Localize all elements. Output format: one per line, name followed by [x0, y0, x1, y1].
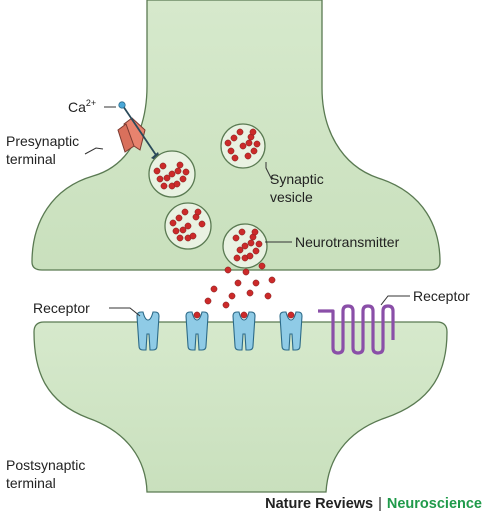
- ionotropic-receptor-group: [136, 311, 303, 351]
- bound-neurotransmitter: [240, 311, 248, 319]
- synaptic-vesicle-label-line1: Synaptic: [270, 171, 324, 187]
- neurotransmitter-molecule: [174, 167, 182, 175]
- journal-credit: Nature Reviews|Neuroscience: [265, 496, 482, 512]
- neurotransmitter-molecule: [231, 154, 239, 162]
- receptor-left-label: Receptor: [33, 300, 90, 316]
- neurotransmitter-molecule: [228, 292, 236, 300]
- neurotransmitter-molecule: [184, 222, 192, 230]
- neurotransmitter-molecule: [168, 170, 176, 178]
- neurotransmitter-molecule: [173, 180, 181, 188]
- receptor-right-leader-line: [380, 295, 410, 306]
- neurotransmitter-molecule: [236, 246, 244, 254]
- neurotransmitter-molecule: [234, 279, 242, 287]
- neurotransmitter-molecule: [246, 289, 254, 297]
- ionotropic-receptor: [279, 311, 303, 351]
- neurotransmitter-molecule: [251, 228, 259, 236]
- neurotransmitter-molecule: [227, 147, 235, 155]
- neurotransmitter-molecule: [241, 242, 249, 250]
- neurotransmitter-molecule: [198, 220, 206, 228]
- neurotransmitter-molecule: [236, 128, 244, 136]
- receptor-left-leader-line: [109, 307, 141, 317]
- bound-neurotransmitter: [193, 311, 201, 319]
- neurotransmitter-molecule: [182, 168, 190, 176]
- neurotransmitter-molecule: [222, 301, 230, 309]
- neurotransmitter-molecule: [252, 247, 260, 255]
- calcium-ion-arrow: [122, 105, 159, 159]
- bound-neurotransmitter: [287, 311, 295, 319]
- neurotransmitter-molecule: [169, 219, 177, 227]
- postsynaptic-label-line1: Postsynaptic: [6, 457, 85, 473]
- neurotransmitter-molecule: [179, 226, 187, 234]
- neurotransmitter-molecule: [181, 208, 189, 216]
- neurotransmitter-molecule: [159, 162, 167, 170]
- neurotransmitter-molecule: [245, 139, 253, 147]
- neurotransmitter-molecule: [258, 262, 266, 270]
- neurotransmitter-molecule: [239, 142, 247, 150]
- neurotransmitter-molecule: [264, 292, 272, 300]
- neurotransmitter-molecule: [268, 276, 276, 284]
- neurotransmitter-label: Neurotransmitter: [295, 234, 400, 250]
- neurotransmitter-molecule: [160, 182, 168, 190]
- neurotransmitter-molecule: [224, 266, 232, 274]
- neurotransmitter-molecule: [230, 134, 238, 142]
- neurotransmitter-molecule: [153, 167, 161, 175]
- postsynaptic-label-line2: terminal: [6, 475, 56, 491]
- ionotropic-receptor: [232, 311, 256, 351]
- neurotransmitter-molecule: [253, 140, 261, 148]
- neurotransmitter-molecule: [255, 240, 263, 248]
- neurotransmitter-molecule: [242, 268, 250, 276]
- neurotransmitter-molecule: [250, 147, 258, 155]
- neurotransmitter-molecule: [244, 152, 252, 160]
- neurotransmitter-molecule: [176, 161, 184, 169]
- ionotropic-receptor: [185, 311, 209, 351]
- presynaptic-label-line1: Presynaptic: [6, 133, 79, 149]
- neurotransmitter-molecule: [176, 234, 184, 242]
- presynaptic-label-line2: terminal: [6, 151, 56, 167]
- calcium-channel: [117, 117, 146, 153]
- ionotropic-receptor: [136, 311, 160, 351]
- neurotransmitter-molecule: [252, 279, 260, 287]
- neurotransmitter-molecule: [189, 232, 197, 240]
- neurotransmitter-molecule: [175, 214, 183, 222]
- neurotransmitter-molecule: [163, 174, 171, 182]
- vesicle-leader-line: [265, 162, 273, 181]
- neurotransmitter-molecule: [204, 297, 212, 305]
- vesicle-group: [148, 123, 268, 269]
- neurotransmitter-molecule: [233, 254, 241, 262]
- neurotransmitter-molecule: [224, 139, 232, 147]
- neurotransmitter-molecule: [238, 228, 246, 236]
- metabotropic-receptor: [318, 304, 395, 355]
- presynaptic-leader-line: [84, 147, 104, 155]
- neurotransmitter-molecule: [156, 175, 164, 183]
- neurotransmitter-molecule: [194, 208, 202, 216]
- postsynaptic-terminal: [33, 321, 448, 493]
- neurotransmitter-molecule: [232, 234, 240, 242]
- calcium-label: Ca2+: [68, 98, 96, 115]
- synaptic-vesicle-label-line2: vesicle: [270, 189, 313, 205]
- neurotransmitter-molecule: [246, 252, 254, 260]
- receptor-right-label: Receptor: [413, 288, 470, 304]
- neurotransmitter-molecule: [179, 175, 187, 183]
- calcium-ion: [118, 101, 126, 109]
- neurotransmitter-molecule: [210, 285, 218, 293]
- neurotransmitter-molecule: [247, 239, 255, 247]
- neurotransmitter-molecule: [249, 128, 257, 136]
- neurotransmitter-molecule: [172, 227, 180, 235]
- released-neurotransmitter-group: [204, 262, 276, 309]
